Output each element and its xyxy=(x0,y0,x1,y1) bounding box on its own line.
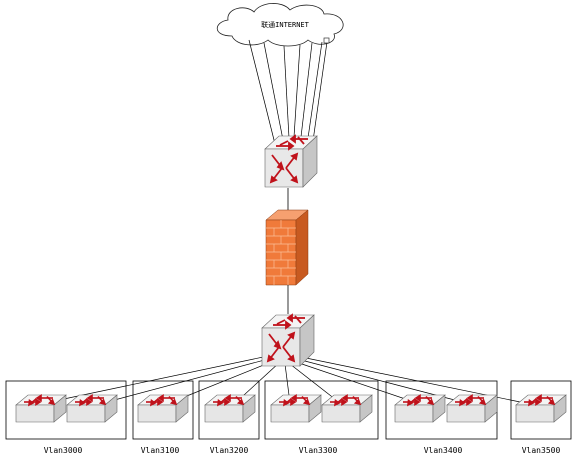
access-switch-icon xyxy=(270,394,322,423)
access-switch-icon xyxy=(66,394,118,423)
vlan-label: Vlan3100 xyxy=(141,446,180,455)
vlan-group-box xyxy=(264,380,379,440)
vlan-label: Vlan3200 xyxy=(210,446,249,455)
access-switch-icon xyxy=(204,394,256,423)
access-switch-icon xyxy=(446,394,498,423)
vlan-group-box xyxy=(132,380,194,440)
vlan-label: Vlan3400 xyxy=(424,446,463,455)
firewall-icon xyxy=(265,209,309,286)
access-switch-icon xyxy=(321,394,373,423)
vlan-label: Vlan3500 xyxy=(522,446,561,455)
internet-uplinks xyxy=(248,39,328,145)
access-switch-icon xyxy=(137,394,189,423)
vlan-label: Vlan3300 xyxy=(299,446,338,455)
access-switch-icon xyxy=(515,394,567,423)
vlan-group-box xyxy=(5,380,127,440)
vlan-label: Vlan3000 xyxy=(44,446,83,455)
vlan-group-box xyxy=(198,380,260,440)
access-switch-icon xyxy=(15,394,67,423)
cloud-label: 联通INTERNET xyxy=(261,20,310,29)
internet-cloud: 联通INTERNET xyxy=(216,3,344,47)
core-switch-icon xyxy=(261,314,315,367)
access-switch-icon xyxy=(394,394,446,423)
uplink-port-marker xyxy=(323,37,330,44)
core-router-icon xyxy=(264,135,318,188)
vlan-group-box xyxy=(510,380,572,440)
